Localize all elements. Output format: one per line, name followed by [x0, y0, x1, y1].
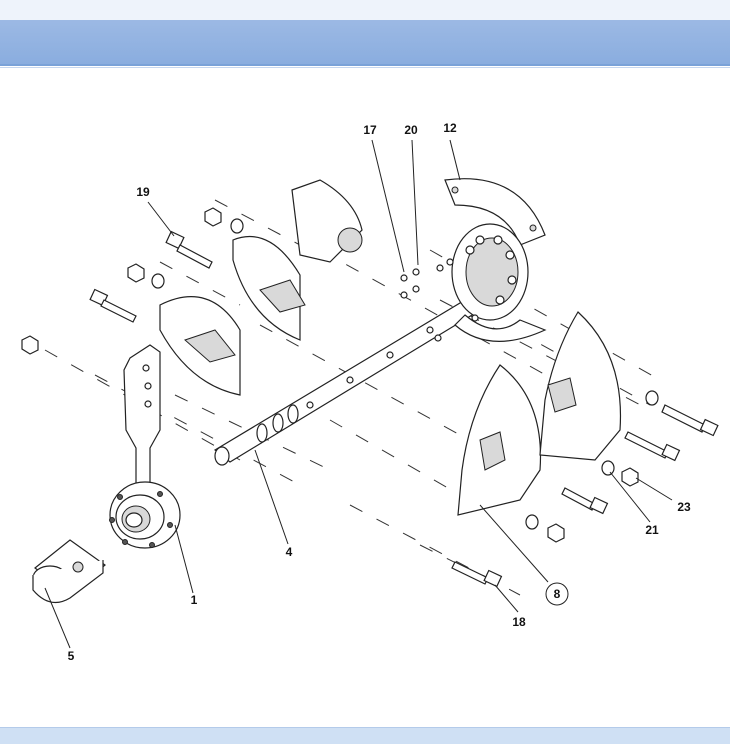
part-8-flights [457, 311, 622, 516]
leader-lines [44, 139, 673, 649]
header-divider [0, 67, 730, 68]
small-fasteners [400, 258, 479, 342]
callout-18: 18 [512, 615, 526, 629]
callout-5: 5 [68, 649, 75, 663]
part-1-crank-arm [109, 344, 181, 549]
part-12-flange [444, 178, 547, 342]
callout-4: 4 [286, 545, 293, 559]
callout-19: 19 [136, 185, 150, 199]
right-side-bolts [451, 390, 719, 588]
header-band [0, 20, 730, 66]
hardware-nuts-washers [21, 207, 244, 355]
part-4-shaft [213, 284, 507, 466]
top-strip [0, 0, 730, 20]
callout-8-circle [545, 582, 569, 606]
part-19-bolt [165, 230, 213, 269]
callout-1: 1 [191, 593, 198, 607]
callout-20: 20 [404, 123, 418, 137]
part-5-sleeve [32, 539, 106, 604]
callout-labels: 17 20 12 19 4 1 5 8 18 21 23 [68, 121, 691, 663]
footer-band [0, 727, 730, 744]
callout-23: 23 [677, 500, 691, 514]
callout-17: 17 [363, 123, 377, 137]
inner-disc-segments [159, 179, 363, 396]
callout-8: 8 [554, 587, 561, 601]
callout-12: 12 [443, 121, 457, 135]
callout-21: 21 [645, 523, 659, 537]
